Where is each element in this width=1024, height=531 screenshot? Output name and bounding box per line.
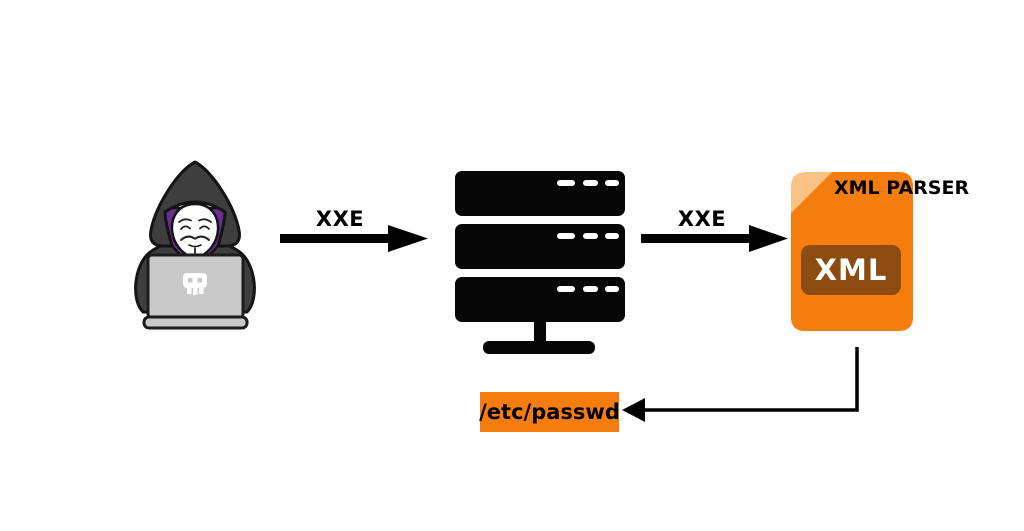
- guy-fawkes-mask: [170, 202, 220, 261]
- leaked-file-label: /etc/passwd: [479, 400, 620, 424]
- laptop: [142, 253, 249, 330]
- arrow-parser-to-leaked-file: [622, 347, 859, 422]
- edge-label-xxe-1: XXE: [315, 207, 365, 231]
- server-led-dashes: [557, 180, 619, 292]
- leaked-file-box: /etc/passwd: [479, 392, 620, 432]
- edge-label-xxe-2: XXE: [677, 207, 727, 231]
- file-fold-corner: [791, 172, 832, 213]
- server-stack-icon: [455, 171, 625, 354]
- xml-file-icon: [791, 172, 913, 331]
- xml-badge: [801, 245, 901, 295]
- arrow-server-to-parser: [641, 225, 788, 252]
- arrow-attacker-to-server: [280, 225, 428, 252]
- xml-parser-label: XML PARSER: [834, 177, 970, 199]
- hacker-hooded-anonymous-laptop-icon: [134, 160, 256, 330]
- xml-badge-label: XML: [814, 253, 888, 287]
- hood: [149, 160, 241, 248]
- skull-icon: [183, 273, 207, 295]
